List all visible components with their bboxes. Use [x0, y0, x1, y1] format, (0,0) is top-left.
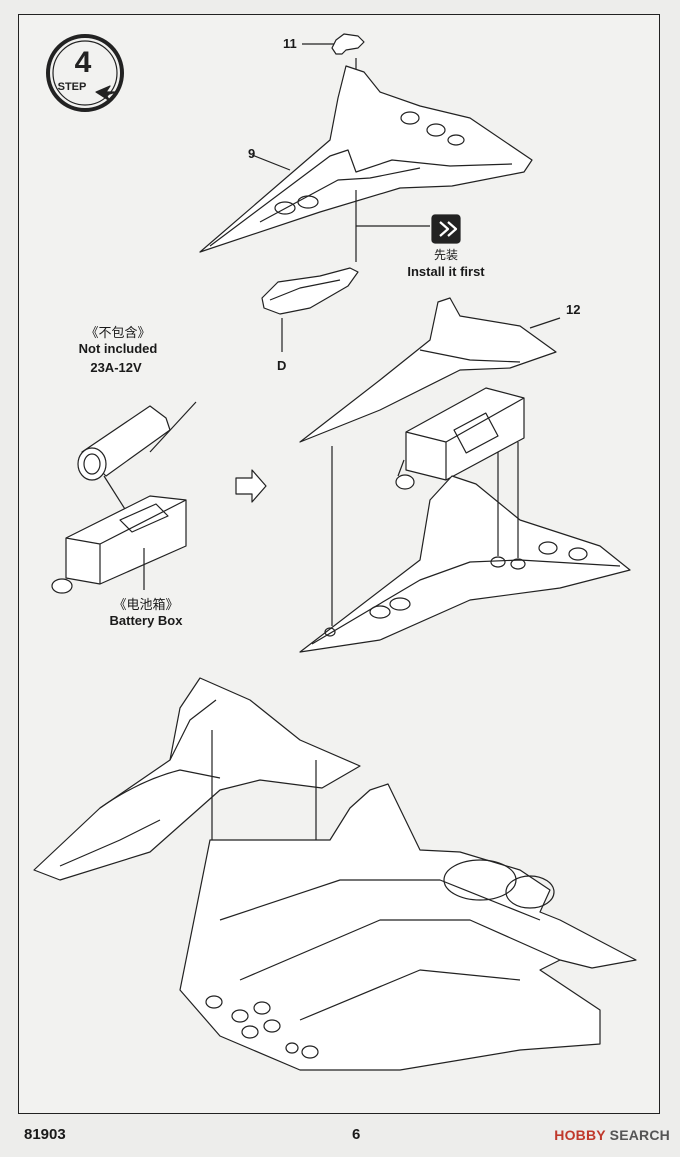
- battery-box-label: Battery Box: [109, 613, 183, 628]
- battery-spec-label: 23A-12V: [90, 360, 142, 375]
- part-9-label: 9: [248, 146, 256, 161]
- part-9-drawing: [199, 65, 533, 262]
- part-12-drawing: [299, 297, 561, 443]
- product-code: 81903: [24, 1126, 66, 1143]
- part-d-drawing: [261, 267, 359, 352]
- part-11-label: 11: [283, 36, 297, 51]
- main-fuselage-drawing: [179, 783, 637, 1071]
- step-badge-icon: [46, 34, 124, 112]
- not-included-cn: 《不包含》: [85, 326, 151, 341]
- sequence-arrow-icon: [235, 469, 267, 503]
- install-first-icon: [431, 214, 461, 244]
- watermark-search: SEARCH: [609, 1127, 670, 1143]
- battery-box-right-drawing: [395, 387, 525, 490]
- lower-fuselage-drawing: [299, 442, 631, 653]
- part-d-label: D: [277, 358, 287, 373]
- step-number: 4: [75, 46, 92, 79]
- step-label: STEP: [58, 81, 87, 93]
- battery-box-left-drawing: [51, 495, 187, 594]
- battery-cell-drawing: [77, 401, 197, 537]
- watermark-brand: HOBBY: [554, 1127, 606, 1143]
- install-first-label: Install it first: [407, 264, 485, 279]
- part-12-label: 12: [566, 302, 581, 317]
- install-first-cn: 先装: [433, 248, 459, 262]
- battery-box-cn: 《电池箱》: [113, 598, 179, 613]
- page-number: 6: [352, 1126, 361, 1143]
- not-included-label: Not included: [78, 341, 158, 356]
- watermark-logo: HOBBY SEARCH: [554, 1127, 670, 1143]
